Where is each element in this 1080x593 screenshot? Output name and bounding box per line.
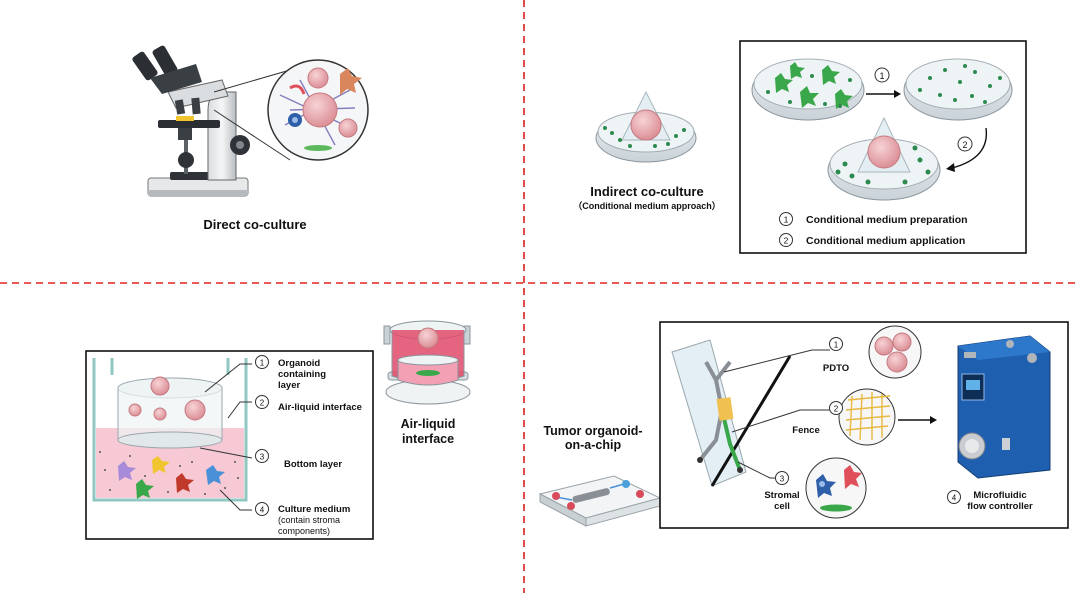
ali-label-4-sub2: components) bbox=[278, 526, 330, 536]
ali-label-4-sub1: (contain stroma bbox=[278, 515, 340, 525]
chip-label-4-line1: Microfluidic bbox=[973, 490, 1026, 501]
organoid-dish bbox=[595, 90, 697, 163]
ali-label-1-line3: layer bbox=[278, 380, 300, 391]
chip-title-line2: on-a-chip bbox=[565, 438, 622, 452]
ali-label-2-number: 2 bbox=[260, 399, 265, 408]
chip-label-3-line1: Stromal bbox=[764, 490, 799, 501]
organoid-conditioned-dish bbox=[827, 116, 941, 201]
ali-label-1-line2: containing bbox=[278, 369, 326, 380]
conditioned-medium-dish bbox=[903, 58, 1013, 121]
indirect-coculture-title: Indirect co-culture bbox=[590, 184, 703, 199]
step2-arrow: 2 bbox=[946, 127, 988, 172]
legend-2-number: 2 bbox=[784, 236, 789, 246]
chip-slide bbox=[671, 339, 792, 487]
microscope-icon bbox=[132, 45, 250, 197]
fence-inset bbox=[838, 388, 896, 446]
ali-label-1-number: 1 bbox=[260, 359, 265, 368]
legend-1-number: 1 bbox=[784, 215, 789, 225]
indirect-legend: 1 Conditional medium preparation 2 Condi… bbox=[779, 212, 968, 247]
ali-label-4-number: 4 bbox=[260, 506, 265, 515]
flow-arrow bbox=[898, 416, 937, 424]
chip-label-3-number: 3 bbox=[780, 475, 785, 484]
ali-title-line2: interface bbox=[402, 432, 454, 446]
chip-label-1-number: 1 bbox=[834, 341, 839, 350]
step2-number: 2 bbox=[962, 140, 967, 150]
chip-label-4-line2: flow controller bbox=[967, 501, 1033, 512]
transwell-diagram bbox=[92, 358, 248, 502]
stromal-cell-inset bbox=[805, 457, 867, 519]
chip-label-4-number: 4 bbox=[952, 494, 957, 503]
chip-label-3-line2: cell bbox=[774, 501, 790, 512]
air-liquid-panel: 1 Organoid containing layer 2 Air-liquid… bbox=[85, 320, 471, 540]
ali-label-3-number: 3 bbox=[260, 453, 265, 462]
ali-label-3-text: Bottom layer bbox=[284, 459, 342, 470]
ali-label-4-text: Culture medium bbox=[278, 504, 350, 515]
chip-title-line1: Tumor organoid- bbox=[543, 424, 642, 438]
stromal-cell-dish bbox=[751, 58, 865, 121]
ali-box bbox=[85, 350, 374, 540]
legend-1-text: Conditional medium preparation bbox=[806, 214, 968, 226]
indirect-coculture-subtitle: （Conditional medium approach） bbox=[573, 201, 721, 211]
magnified-view bbox=[267, 59, 369, 161]
indirect-coculture-panel: Indirect co-culture （Conditional medium … bbox=[573, 40, 1027, 254]
ali-labels: 1 Organoid containing layer 2 Air-liquid… bbox=[255, 355, 362, 536]
transwell-icon bbox=[383, 320, 471, 405]
chip-label-2-number: 2 bbox=[834, 405, 839, 414]
chip-icon bbox=[538, 475, 662, 527]
indirect-process-box bbox=[739, 40, 1027, 254]
chip-label-2-text: Fence bbox=[792, 425, 819, 436]
step1-number: 1 bbox=[879, 71, 884, 81]
flow-controller-icon bbox=[957, 335, 1051, 479]
ali-label-1-line1: Organoid bbox=[278, 358, 320, 369]
ali-title-line1: Air-liquid bbox=[401, 417, 456, 431]
chip-labels: 1 PDTO 2 Fence 3 Stromal cell 4 Microflu… bbox=[764, 337, 1033, 512]
pdto-inset bbox=[868, 325, 922, 379]
step1-arrow: 1 bbox=[866, 67, 901, 98]
chip-label-1-text: PDTO bbox=[823, 363, 849, 374]
direct-coculture-panel: Direct co-culture bbox=[132, 45, 369, 232]
ali-label-2-text: Air-liquid interface bbox=[278, 402, 362, 413]
legend-2-text: Conditional medium application bbox=[806, 235, 965, 247]
organ-on-chip-panel: Tumor organoid- on-a-chip bbox=[538, 321, 1069, 529]
direct-coculture-title: Direct co-culture bbox=[203, 217, 306, 232]
chip-detail-box bbox=[659, 321, 1069, 529]
